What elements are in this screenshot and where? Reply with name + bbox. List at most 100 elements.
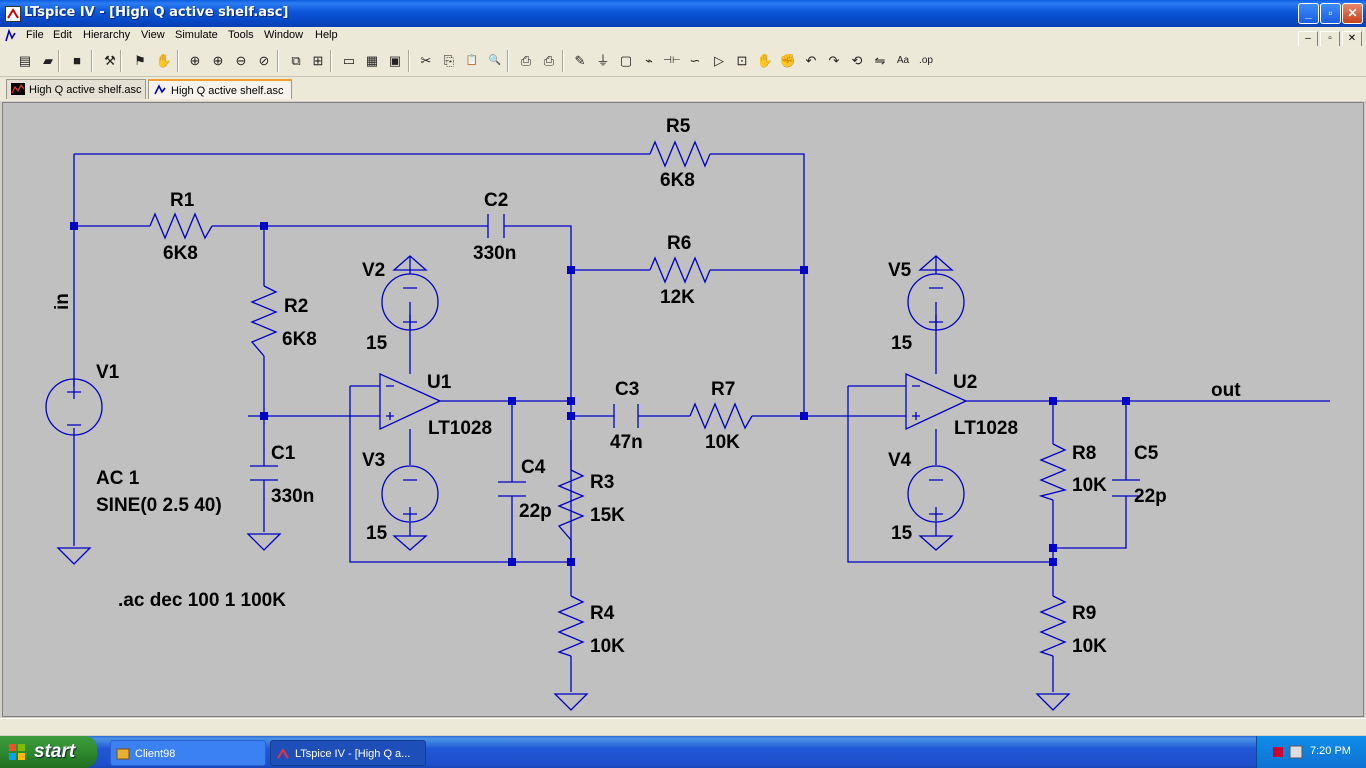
fit-icon[interactable]: ⊞ xyxy=(312,53,324,68)
resistor-r9[interactable] xyxy=(1039,595,1067,657)
label-c3-value[interactable]: 47n xyxy=(610,432,643,453)
label-v4-name[interactable]: V4 xyxy=(888,450,912,471)
inductor-icon[interactable]: ∽ xyxy=(689,53,701,68)
label-directive[interactable]: .ac dec 100 1 100K xyxy=(118,590,286,611)
label-r3-value[interactable]: 15K xyxy=(590,505,625,526)
print-icon[interactable]: ⎙ xyxy=(543,53,555,68)
component-icon[interactable]: ⊡ xyxy=(736,53,748,68)
label-c5-name[interactable]: C5 xyxy=(1134,443,1159,464)
capacitor-c1[interactable] xyxy=(250,465,278,481)
label-r1-value[interactable]: 6K8 xyxy=(163,243,198,264)
label-v3-name[interactable]: V3 xyxy=(362,450,385,471)
draw-wire-icon[interactable]: ✎ xyxy=(574,53,586,68)
label-r5-name[interactable]: R5 xyxy=(666,116,691,137)
label-v1-ac[interactable]: AC 1 xyxy=(96,468,140,489)
label-v5-name[interactable]: V5 xyxy=(888,260,912,281)
network-icon[interactable] xyxy=(1289,745,1303,759)
close-button[interactable]: ✕ xyxy=(1342,3,1363,24)
label-r9-name[interactable]: R9 xyxy=(1072,603,1096,624)
resistor-r7[interactable] xyxy=(689,402,753,430)
label-r2-value[interactable]: 6K8 xyxy=(282,329,317,350)
label-net-in[interactable]: in xyxy=(52,293,73,310)
maximize-button[interactable]: ▫ xyxy=(1320,3,1341,24)
label-v4-value[interactable]: 15 xyxy=(891,523,913,544)
label-v2-value[interactable]: 15 xyxy=(366,333,388,354)
schematic-canvas[interactable] xyxy=(2,102,1364,717)
wire[interactable] xyxy=(847,302,1330,692)
taskbar-item-ltspice[interactable]: LTspice IV - [High Q a... xyxy=(270,740,426,766)
label-u1-model[interactable]: LT1028 xyxy=(428,418,492,439)
resistor-r4[interactable] xyxy=(557,595,585,657)
label-v1-sine[interactable]: SINE(0 2.5 40) xyxy=(96,495,222,516)
capacitor-c3[interactable] xyxy=(613,404,639,428)
tray-app-icon[interactable] xyxy=(1271,745,1285,759)
label-u2-model[interactable]: LT1028 xyxy=(954,418,1018,439)
save-icon[interactable]: ■ xyxy=(73,53,81,68)
label-v3-value[interactable]: 15 xyxy=(366,523,388,544)
zoom-out-icon[interactable]: ⊖ xyxy=(235,53,247,68)
resistor-r1[interactable] xyxy=(149,212,213,240)
resistor-icon[interactable]: ⌁ xyxy=(645,53,653,68)
label-r6-name[interactable]: R6 xyxy=(667,233,691,254)
autorange-icon[interactable]: ⧉ xyxy=(291,53,301,68)
label-r8-name[interactable]: R8 xyxy=(1072,443,1096,464)
resistor-r8[interactable] xyxy=(1038,443,1068,501)
drag-icon[interactable]: ✊ xyxy=(779,53,797,68)
label-r2-name[interactable]: R2 xyxy=(284,296,308,317)
resistor-r6[interactable] xyxy=(649,256,711,284)
minimize-button[interactable]: _ xyxy=(1298,3,1319,24)
menu-help[interactable]: Help xyxy=(315,29,338,41)
opamp-u1[interactable] xyxy=(379,372,442,431)
taskbar-item-client98[interactable]: Client98 xyxy=(110,740,266,766)
cascade-icon[interactable]: ▦ xyxy=(365,53,379,68)
label-net-out[interactable]: out xyxy=(1211,380,1241,401)
cut-icon[interactable]: ✂ xyxy=(420,53,432,68)
label-c1-name[interactable]: C1 xyxy=(271,443,296,464)
mdi-restore-button[interactable]: ▫ xyxy=(1320,31,1340,48)
tile-horizontal-icon[interactable]: ▭ xyxy=(342,53,356,68)
label-r4-value[interactable]: 10K xyxy=(590,636,625,657)
label-r7-name[interactable]: R7 xyxy=(711,379,735,400)
diode-icon[interactable]: ▷ xyxy=(714,53,724,68)
rotate-icon[interactable]: ⟲ xyxy=(851,53,863,68)
label-r4-name[interactable]: R4 xyxy=(590,603,615,624)
label-v1-name[interactable]: V1 xyxy=(96,362,120,383)
label-u1-name[interactable]: U1 xyxy=(427,372,452,393)
find-icon[interactable]: 🔍 xyxy=(488,55,502,66)
pan-icon[interactable]: ⊕ xyxy=(212,53,224,68)
zoom-cancel-icon[interactable]: ⊘ xyxy=(258,53,270,68)
control-panel-icon[interactable]: ⚒ xyxy=(104,53,116,68)
close-window-icon[interactable]: ▣ xyxy=(388,53,402,68)
label-v2-name[interactable]: V2 xyxy=(362,260,385,281)
label-c3-name[interactable]: C3 xyxy=(615,379,639,400)
wire[interactable] xyxy=(73,153,906,692)
menu-view[interactable]: View xyxy=(141,29,165,41)
menu-edit[interactable]: Edit xyxy=(53,29,72,41)
tab-waveform[interactable]: High Q active shelf.asc xyxy=(6,79,146,99)
capacitor-c4[interactable] xyxy=(498,481,526,497)
copy-icon[interactable]: ⎘ xyxy=(443,53,455,68)
menu-file[interactable]: File xyxy=(26,29,44,41)
ground-icon[interactable]: ⏚ xyxy=(596,53,610,68)
label-v5-value[interactable]: 15 xyxy=(891,333,913,354)
redo-icon[interactable]: ↷ xyxy=(828,53,840,68)
label-r9-value[interactable]: 10K xyxy=(1072,636,1107,657)
label-r7-value[interactable]: 10K xyxy=(705,432,740,453)
start-button[interactable]: start xyxy=(0,736,97,768)
menu-window[interactable]: Window xyxy=(264,29,304,41)
label-c4-value[interactable]: 22p xyxy=(519,501,552,522)
label-net-icon[interactable]: ▢ xyxy=(619,53,633,68)
print-setup-icon[interactable]: ⎙ xyxy=(520,53,532,68)
capacitor-c5[interactable] xyxy=(1112,479,1140,497)
ltspice-app-icon[interactable] xyxy=(5,6,21,22)
run-icon[interactable]: ⚑ xyxy=(134,53,146,68)
resistor-r5[interactable] xyxy=(649,140,711,168)
mirror-icon[interactable]: ⇋ xyxy=(874,53,886,68)
capacitor-c2[interactable] xyxy=(487,214,505,238)
halt-icon[interactable]: ✋ xyxy=(155,53,173,68)
label-c5-value[interactable]: 22p xyxy=(1134,486,1167,507)
resistor-r2[interactable] xyxy=(250,285,278,357)
label-u2-name[interactable]: U2 xyxy=(953,372,977,393)
zoom-in-icon[interactable]: ⊕ xyxy=(189,53,201,68)
label-c2-name[interactable]: C2 xyxy=(484,190,508,211)
